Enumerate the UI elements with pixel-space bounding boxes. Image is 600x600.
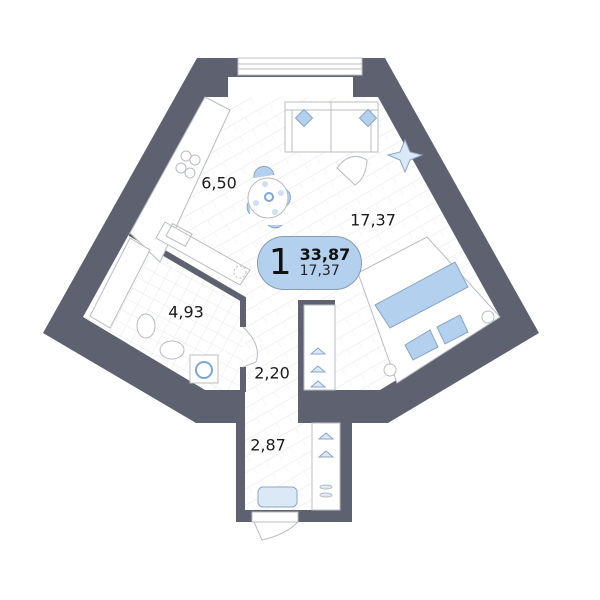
- entrance-area-label: 2,87: [250, 435, 286, 455]
- corridor-wall-right: [340, 423, 352, 522]
- wardrobe-lower: [311, 422, 341, 511]
- bathroom-door[interactable]: [242, 326, 258, 368]
- areas: 33,87 17,37: [299, 245, 351, 280]
- total-area: 33,87: [299, 245, 351, 265]
- bed: [357, 236, 501, 384]
- wardrobe-upper: [303, 304, 336, 391]
- kitchen-counter: [129, 96, 231, 263]
- entrance-bench: [257, 486, 298, 508]
- washbasin: [159, 340, 185, 360]
- bathroom-wall: [128, 230, 246, 327]
- sink-icon: [165, 222, 193, 248]
- rooms-count: 1: [268, 242, 292, 283]
- entrance-door[interactable]: [253, 521, 299, 541]
- fan-icon: [233, 265, 247, 279]
- window: [237, 57, 363, 76]
- living-area: 17,37: [299, 263, 340, 280]
- wardrobe-wall-top: [298, 300, 335, 305]
- coffee-table: [336, 155, 368, 186]
- stove-icon: [175, 150, 201, 179]
- living-room-area-label: 17,37: [350, 210, 396, 230]
- washing-machine: [189, 354, 219, 384]
- bathroom-area-label: 4,93: [168, 302, 204, 322]
- plant-icon: [386, 138, 424, 174]
- bathtub: [89, 237, 151, 329]
- toilet: [136, 313, 156, 339]
- sofa: [284, 101, 379, 153]
- entrance-door-opening: [251, 511, 299, 523]
- wardrobe-wall: [298, 300, 304, 423]
- corridor-wall: [298, 390, 352, 423]
- kitchen-area-label: 6,50: [201, 173, 237, 193]
- kitchen-counter-lower: [155, 221, 251, 286]
- hall-area-label: 2,20: [254, 363, 290, 383]
- dining-table: [246, 165, 291, 229]
- apartment-summary-badge: 1 33,87 17,37: [257, 236, 362, 290]
